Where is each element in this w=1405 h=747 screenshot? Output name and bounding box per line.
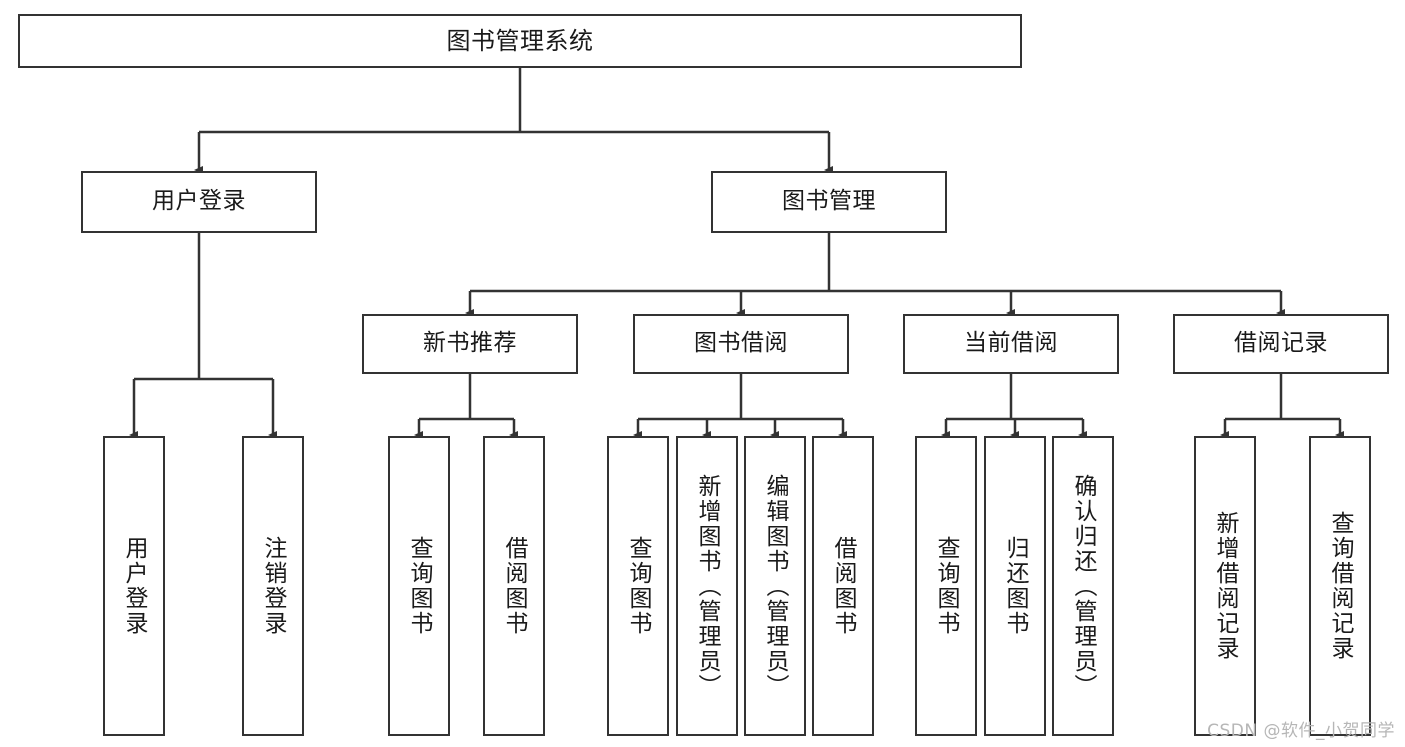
node-borrow-record[interactable]: 借阅记录: [1173, 314, 1389, 374]
node-label: 归还图书: [1002, 536, 1029, 636]
node-label: 当前借阅: [964, 330, 1058, 357]
node-label: 图书借阅: [694, 330, 788, 357]
node-leaf-borrow-book[interactable]: 借阅图书: [812, 436, 874, 736]
node-leaf-edit-book[interactable]: 编辑图书（管理员）: [744, 436, 806, 736]
node-label: 用户登录: [121, 536, 148, 636]
node-leaf-confirm-return[interactable]: 确认归还（管理员）: [1052, 436, 1114, 736]
node-leaf-query-book-cur[interactable]: 查询图书: [915, 436, 977, 736]
node-label: 借阅图书: [830, 536, 857, 636]
node-label: 注销登录: [260, 536, 287, 636]
node-label: 图书管理系统: [446, 26, 594, 55]
node-leaf-query-book-borrow[interactable]: 查询图书: [607, 436, 669, 736]
node-current-borrow[interactable]: 当前借阅: [903, 314, 1119, 374]
node-label: 查询图书: [406, 536, 433, 636]
node-label: 借阅记录: [1234, 330, 1328, 357]
node-book-manage[interactable]: 图书管理: [711, 171, 947, 233]
node-label: 编辑图书（管理员）: [762, 473, 789, 699]
node-label: 图书管理: [782, 188, 876, 215]
node-book-borrow[interactable]: 图书借阅: [633, 314, 849, 374]
node-new-book-rec[interactable]: 新书推荐: [362, 314, 578, 374]
node-leaf-borrow-book-rec[interactable]: 借阅图书: [483, 436, 545, 736]
watermark-text: CSDN @软件_小贺同学: [1207, 721, 1395, 741]
node-label: 用户登录: [152, 188, 246, 215]
node-label: 查询借阅记录: [1327, 511, 1354, 661]
node-leaf-add-book[interactable]: 新增图书（管理员）: [676, 436, 738, 736]
node-label: 确认归还（管理员）: [1070, 473, 1097, 699]
node-root[interactable]: 图书管理系统: [18, 14, 1022, 68]
node-leaf-logout[interactable]: 注销登录: [242, 436, 304, 736]
node-leaf-user-login[interactable]: 用户登录: [103, 436, 165, 736]
node-label: 查询图书: [625, 536, 652, 636]
node-label: 查询图书: [933, 536, 960, 636]
node-leaf-add-record[interactable]: 新增借阅记录: [1194, 436, 1256, 736]
node-user-login[interactable]: 用户登录: [81, 171, 317, 233]
node-label: 借阅图书: [501, 536, 528, 636]
node-leaf-query-book-rec[interactable]: 查询图书: [388, 436, 450, 736]
node-label: 新书推荐: [423, 330, 517, 357]
node-leaf-query-record[interactable]: 查询借阅记录: [1309, 436, 1371, 736]
node-label: 新增图书（管理员）: [694, 473, 721, 699]
node-label: 新增借阅记录: [1212, 511, 1239, 661]
node-leaf-return-book[interactable]: 归还图书: [984, 436, 1046, 736]
